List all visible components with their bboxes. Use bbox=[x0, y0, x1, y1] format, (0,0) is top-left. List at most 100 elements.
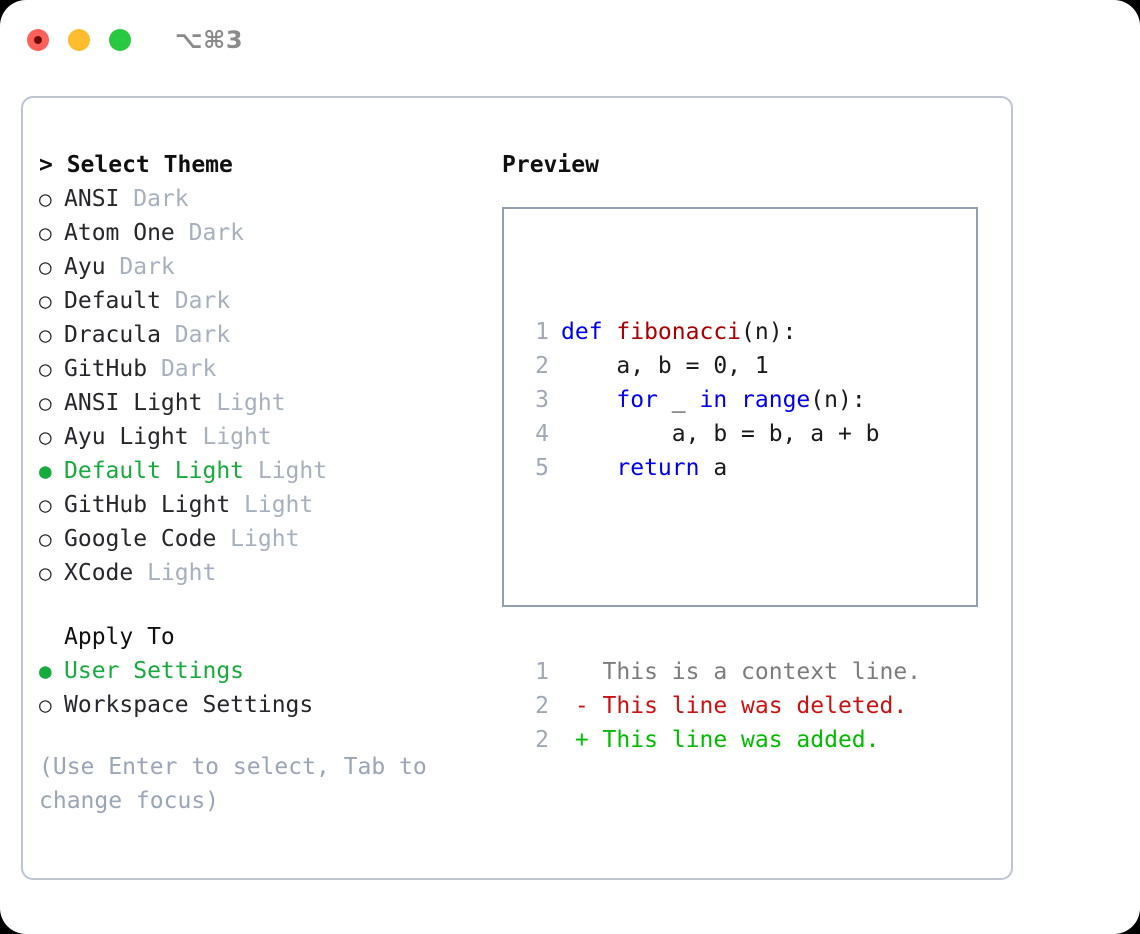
apply-to-list[interactable]: ●User Settings ○ Workspace Settings bbox=[39, 654, 489, 722]
code-token: fibonacci bbox=[616, 319, 742, 345]
theme-item[interactable]: ○ XCode Light bbox=[39, 556, 489, 590]
code-token: (n): bbox=[810, 387, 866, 413]
code-token: for bbox=[616, 387, 658, 413]
apply-to-item-label: Workspace Settings bbox=[64, 692, 314, 718]
theme-item-label: Default Light bbox=[64, 458, 245, 484]
code-line: 4 a, b = b, a + b bbox=[521, 417, 921, 451]
radio-unselected-icon: ○ bbox=[39, 221, 52, 245]
close-button-icon[interactable] bbox=[27, 29, 49, 51]
radio-unselected-icon: ○ bbox=[39, 561, 52, 585]
code-line: 3 for _ in range(n): bbox=[521, 383, 921, 417]
code-line-content: for _ in range(n): bbox=[561, 383, 866, 417]
theme-item[interactable]: ○ Dracula Dark bbox=[39, 318, 489, 352]
code-line-content: return a bbox=[561, 451, 727, 485]
spacer bbox=[39, 590, 489, 620]
theme-item[interactable]: ○GitHub Dark bbox=[39, 352, 489, 386]
apply-to-item[interactable]: ●User Settings bbox=[39, 654, 489, 688]
radio-unselected-icon: ○ bbox=[39, 391, 52, 415]
theme-item-label: Dracula bbox=[64, 322, 161, 348]
radio-unselected-icon: ○ bbox=[39, 493, 52, 517]
radio-unselected-icon: ○ bbox=[39, 357, 52, 381]
theme-variant-label: Light bbox=[133, 560, 217, 586]
diff-sample: 1 This is a context line.2 - This line w… bbox=[521, 655, 921, 757]
code-spacer bbox=[521, 553, 921, 587]
title-bar: ⌥⌘3 bbox=[0, 0, 1140, 80]
theme-variant-label: Light bbox=[216, 526, 300, 552]
line-number: 2 bbox=[535, 353, 549, 379]
radio-unselected-icon: ○ bbox=[39, 527, 52, 551]
line-number: 3 bbox=[535, 387, 549, 413]
code-token: This is a context line. bbox=[561, 659, 922, 685]
code-token bbox=[561, 455, 616, 481]
theme-item-label: Google Code bbox=[64, 526, 217, 552]
code-token: - This line was deleted. bbox=[561, 693, 908, 719]
code-line-content: + This line was added. bbox=[561, 723, 880, 757]
theme-selection-column: > Select Theme ○ANSI Dark○Atom One Dark○… bbox=[39, 148, 489, 818]
code-line-content: a, b = b, a + b bbox=[561, 417, 880, 451]
theme-variant-label: Light bbox=[188, 424, 272, 450]
code-line: 1 def fibonacci(n): bbox=[521, 315, 921, 349]
code-token: _ bbox=[657, 387, 700, 413]
theme-variant-label: Light bbox=[244, 458, 328, 484]
theme-item-label: Ayu Light bbox=[64, 424, 189, 450]
theme-item[interactable]: ● Default Light Light bbox=[39, 454, 489, 488]
theme-variant-label: Dark bbox=[105, 254, 175, 280]
theme-variant-label: Dark bbox=[160, 288, 231, 314]
theme-item-label: GitHub Light bbox=[64, 492, 231, 518]
theme-item[interactable]: ○ GitHub Light Light bbox=[39, 488, 489, 522]
radio-unselected-icon: ○ bbox=[39, 693, 52, 717]
maximize-button-icon[interactable] bbox=[109, 29, 131, 51]
theme-item-label: ANSI Light bbox=[64, 390, 203, 416]
theme-item-label: Ayu bbox=[64, 254, 106, 280]
theme-list[interactable]: ○ANSI Dark○Atom One Dark○Ayu Dark○Defaul… bbox=[39, 182, 489, 590]
code-token: range bbox=[741, 387, 811, 413]
theme-item[interactable]: ○ANSI Dark bbox=[39, 182, 489, 216]
code-line-content: a, b = 0, 1 bbox=[561, 349, 769, 383]
theme-variant-label: Dark bbox=[174, 220, 245, 246]
code-line: 2 - This line was deleted. bbox=[521, 689, 921, 723]
apply-to-item[interactable]: ○ Workspace Settings bbox=[39, 688, 489, 722]
code-token: def bbox=[561, 319, 617, 345]
code-token: + This line was added. bbox=[561, 727, 880, 753]
radio-selected-icon: ● bbox=[39, 459, 52, 483]
radio-unselected-icon: ○ bbox=[39, 323, 52, 347]
page-title: > Select Theme bbox=[39, 152, 233, 178]
theme-picker-panel: > Select Theme ○ANSI Dark○Atom One Dark○… bbox=[21, 96, 1013, 880]
code-line-content: def fibonacci(n): bbox=[561, 315, 796, 349]
code-token bbox=[727, 387, 741, 413]
line-number: 4 bbox=[535, 421, 549, 447]
theme-item[interactable]: ○ Google Code Light bbox=[39, 522, 489, 556]
code-token: (n): bbox=[741, 319, 797, 345]
code-token bbox=[561, 387, 616, 413]
theme-variant-label: Light bbox=[230, 492, 314, 518]
theme-item-label: GitHub bbox=[64, 356, 148, 382]
theme-item[interactable]: ○Ayu Dark bbox=[39, 250, 489, 284]
radio-unselected-icon: ○ bbox=[39, 425, 52, 449]
theme-item[interactable]: ○ Atom One Dark bbox=[39, 216, 489, 250]
theme-variant-label: Dark bbox=[160, 322, 231, 348]
line-number: 5 bbox=[535, 455, 549, 481]
line-number: 2 bbox=[535, 727, 549, 753]
theme-item[interactable]: ○Default Dark bbox=[39, 284, 489, 318]
code-line: 5 return a bbox=[521, 451, 921, 485]
theme-item[interactable]: ○ ANSI Light Light bbox=[39, 386, 489, 420]
theme-item-label: Default bbox=[64, 288, 161, 314]
radio-unselected-icon: ○ bbox=[39, 187, 52, 211]
code-token: a, b = 0, 1 bbox=[561, 353, 769, 379]
theme-item[interactable]: ○ Ayu Light Light bbox=[39, 420, 489, 454]
apply-to-heading: Apply To bbox=[64, 624, 175, 650]
code-line-content: - This line was deleted. bbox=[561, 689, 907, 723]
keyboard-hint: (Use Enter to select, Tab to change focu… bbox=[39, 754, 441, 814]
theme-item-label: Atom One bbox=[64, 220, 175, 246]
theme-variant-label: Light bbox=[202, 390, 286, 416]
code-token: return bbox=[616, 455, 700, 481]
minimize-button-icon[interactable] bbox=[68, 29, 90, 51]
line-number: 1 bbox=[535, 319, 549, 345]
preview-heading: Preview bbox=[502, 152, 599, 178]
theme-item-label: XCode bbox=[64, 560, 134, 586]
